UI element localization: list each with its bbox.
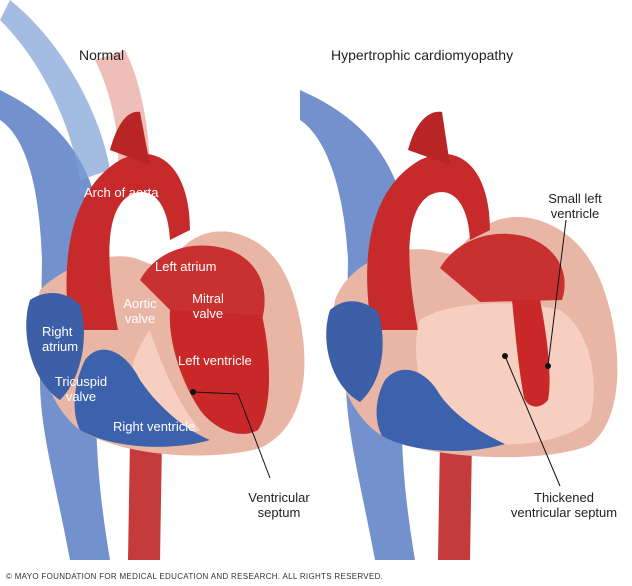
label-right-ventricle: Right ventricle bbox=[113, 419, 196, 434]
label-left-ventricle: Left ventricle bbox=[178, 353, 252, 368]
normal-heart bbox=[0, 0, 305, 560]
label-arch-of-aorta: Arch of aorta bbox=[84, 185, 159, 200]
label-ventricular-septum: Ventricular septum bbox=[240, 490, 318, 520]
hcm-heart bbox=[300, 90, 618, 560]
hcm-septum bbox=[416, 303, 594, 445]
label-right-atrium: Right atrium bbox=[42, 324, 78, 354]
copyright-notice: © MAYO FOUNDATION FOR MEDICAL EDUCATION … bbox=[6, 572, 384, 581]
normal-septum-dot bbox=[190, 389, 196, 395]
hcm-left-atrium bbox=[440, 233, 565, 302]
hcm-aorta-top bbox=[408, 111, 450, 165]
label-mitral-valve: Mitral valve bbox=[187, 291, 229, 321]
label-tricuspid-valve: Tricuspid valve bbox=[48, 374, 114, 404]
normal-descending-aorta bbox=[128, 440, 162, 560]
label-thickened-septum-line1: Thickened bbox=[534, 490, 594, 505]
label-tricuspid-valve-line2: valve bbox=[65, 389, 97, 404]
label-mitral-valve-line1: Mitral bbox=[192, 291, 224, 306]
normal-right-atrium bbox=[26, 293, 84, 400]
normal-pulmonary-vein bbox=[0, 0, 110, 180]
title-normal: Normal bbox=[79, 47, 125, 63]
hcm-right-ventricle bbox=[376, 369, 505, 451]
label-ventricular-septum-line2: septum bbox=[257, 505, 301, 520]
label-small-left-ventricle: Small left ventricle bbox=[540, 191, 610, 221]
label-left-atrium: Left atrium bbox=[155, 259, 217, 274]
hcm-small-lv-dot bbox=[545, 363, 551, 369]
normal-aorta-arch bbox=[66, 153, 190, 330]
title-hcm: Hypertrophic cardiomyopathy bbox=[331, 47, 514, 63]
label-aortic-valve-line2: valve bbox=[124, 311, 156, 326]
normal-left-atrium bbox=[140, 245, 265, 320]
label-thickened-septum: Thickened ventricular septum bbox=[500, 490, 628, 520]
label-small-left-ventricle-line1: Small left bbox=[548, 191, 602, 206]
label-tricuspid-valve-line1: Tricuspid bbox=[54, 374, 108, 389]
hcm-right-atrium bbox=[326, 301, 383, 402]
label-mitral-valve-line2: valve bbox=[192, 306, 224, 321]
normal-right-ventricle bbox=[74, 349, 210, 447]
normal-left-ventricle bbox=[169, 310, 270, 434]
label-aortic-valve: Aortic valve bbox=[118, 296, 162, 326]
normal-aorta-top bbox=[110, 111, 150, 165]
hcm-aorta-arch bbox=[367, 153, 490, 330]
label-right-atrium-line2: atrium bbox=[42, 339, 79, 354]
label-ventricular-septum-line1: Ventricular bbox=[248, 490, 310, 505]
hcm-septum-leader bbox=[504, 355, 561, 487]
label-aortic-valve-line1: Aortic bbox=[123, 296, 157, 311]
normal-septum-leader bbox=[192, 391, 271, 479]
label-small-left-ventricle-line2: ventricle bbox=[550, 206, 600, 221]
hcm-small-lv-leader bbox=[547, 219, 567, 367]
hcm-small-left-ventricle bbox=[512, 300, 550, 407]
label-thickened-septum-line2: ventricular septum bbox=[510, 505, 618, 520]
hcm-septum-dot bbox=[502, 353, 508, 359]
hcm-descending-aorta bbox=[438, 440, 472, 560]
label-right-atrium-line1: Right bbox=[42, 324, 73, 339]
